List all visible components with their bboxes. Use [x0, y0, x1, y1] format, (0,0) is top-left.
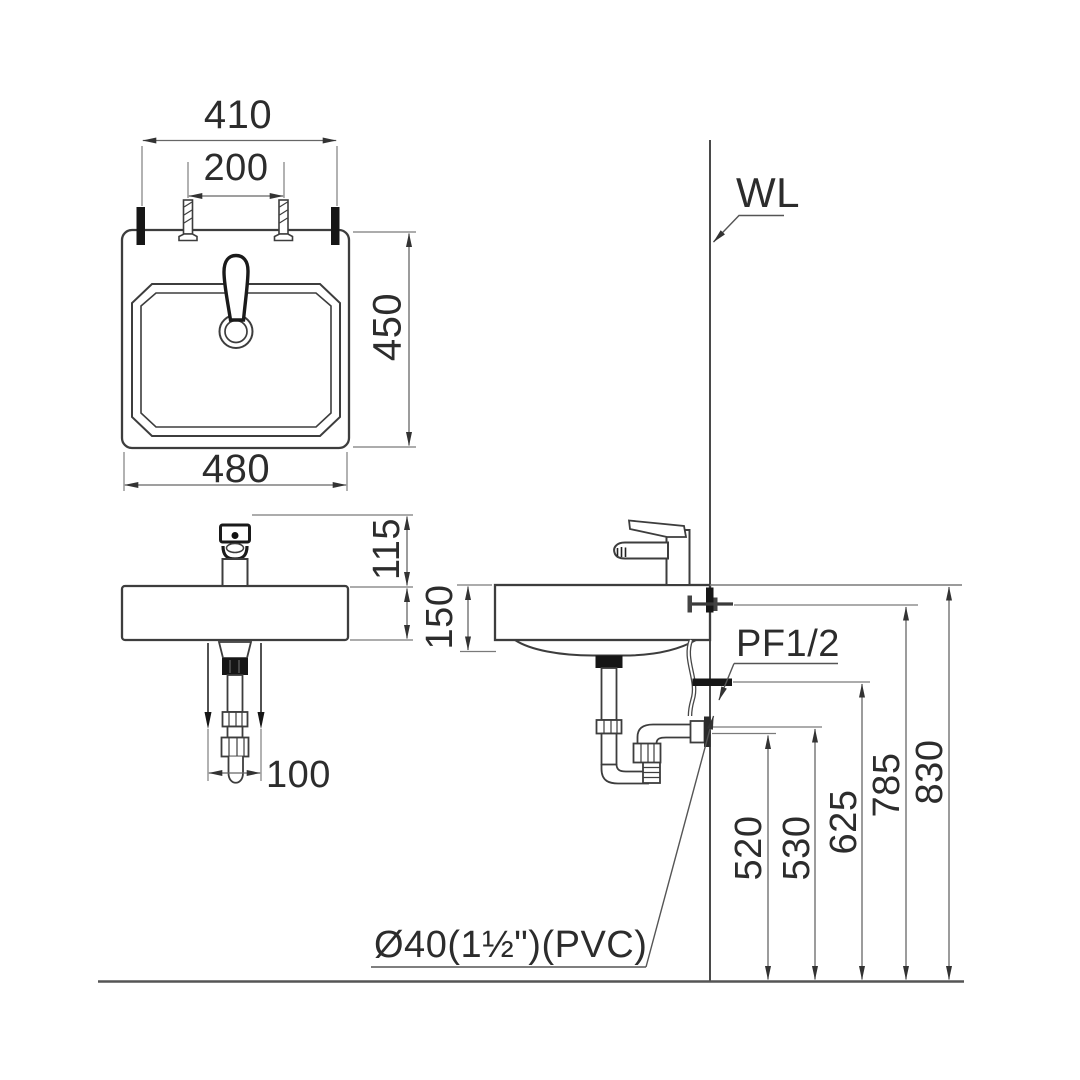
dim-tap-hole-spacing: 200 [187, 147, 285, 199]
basin-side-view [493, 140, 733, 981]
dim-basin-thickness: 150 [419, 584, 496, 653]
dim-100-label: 100 [266, 754, 331, 796]
wall-anchor-left [136, 207, 145, 245]
basin-rim-outer [131, 283, 341, 437]
hose-connector-left [204, 712, 212, 729]
hose-connector-right [257, 712, 265, 729]
supply-flange-wall [713, 597, 718, 611]
mounting-bolt-right [273, 199, 294, 242]
dim-830-label: 830 [909, 740, 951, 805]
drain-flange-side [595, 655, 623, 668]
dim-520-label: 520 [728, 816, 770, 881]
dim-hose-spacing: 100 [208, 754, 331, 796]
drain-nut-black [222, 658, 248, 675]
faucet-spout-plan [222, 253, 250, 322]
dim-drain-outlet-height: 520 [712, 732, 776, 980]
trap-side [595, 667, 711, 785]
drain-pipe-label: Ø40(1½")(PVC) [374, 924, 647, 966]
supply-hose-side [686, 639, 697, 717]
faucet-spout-side [613, 541, 669, 560]
faucet-spout-opening [225, 542, 245, 554]
dim-basin-height: 450 [353, 231, 416, 448]
dim-faucet-height: 115 [252, 514, 413, 641]
dim-supply-inlet-height: 785 [734, 604, 918, 980]
dim-angle-valve-height: 625 [733, 681, 870, 980]
wall-drain-flange [704, 716, 711, 747]
trap-nut-side [595, 719, 623, 735]
basin-outline [120, 228, 351, 450]
tailpipe-side [600, 667, 618, 721]
tailpipe [226, 674, 244, 713]
faucet-plan [218, 253, 254, 349]
basin-body-side [493, 583, 712, 642]
dim-basin-width: 480 [123, 447, 348, 491]
bowl-underside [514, 639, 697, 657]
angle-valve [692, 678, 732, 686]
drain-ring-inner [224, 319, 248, 344]
faucet-cap-dot [231, 532, 239, 539]
faucet-front-elevation [219, 523, 251, 587]
mounting-bolt-left [178, 199, 198, 242]
dim-480-label: 480 [202, 447, 270, 491]
trap-nut [221, 711, 249, 728]
faucet-body-front [221, 558, 249, 587]
faucet-body-side [665, 529, 691, 586]
supply-hoses-front [204, 643, 265, 781]
wall-line-annotation: WL [712, 169, 800, 243]
aerator-marks [616, 547, 627, 557]
drain-assembly-front [217, 641, 253, 784]
dim-450-label: 450 [366, 293, 410, 361]
dim-200-label: 200 [204, 147, 269, 189]
faucet-lever [627, 519, 688, 538]
dim-trap-arm-height: 530 [712, 726, 822, 980]
trap-bend [227, 756, 244, 784]
supply-thread-label: PF1/2 [736, 623, 840, 665]
wall-line-label: WL [736, 169, 800, 216]
trap-coupling-side [632, 742, 662, 764]
supply-thread-annotation: PF1/2 [718, 623, 840, 701]
wall-anchor-side [706, 587, 714, 613]
faucet-side [613, 519, 691, 586]
dim-785-label: 785 [866, 753, 908, 818]
dim-anchor-spacing: 410 [141, 93, 338, 206]
basin-rim-inner [140, 292, 332, 428]
dim-115-label: 115 [366, 518, 408, 580]
basin-front-view [120, 199, 351, 450]
basin-front-elevation [120, 523, 350, 784]
drain-pipe-annotation: Ø40(1½")(PVC) [371, 715, 715, 968]
wall-anchor-right [331, 207, 340, 245]
dim-150-label: 150 [419, 585, 461, 650]
dim-625-label: 625 [823, 790, 865, 855]
basin-body-front [120, 584, 350, 642]
dim-410-label: 410 [204, 93, 272, 137]
supply-flange [687, 595, 692, 613]
wall-drain-fitting [689, 720, 706, 744]
dim-rim-height: 830 [710, 584, 962, 980]
supply-inlet [687, 595, 733, 613]
drain-flange [217, 641, 253, 659]
dim-530-label: 530 [776, 816, 818, 881]
